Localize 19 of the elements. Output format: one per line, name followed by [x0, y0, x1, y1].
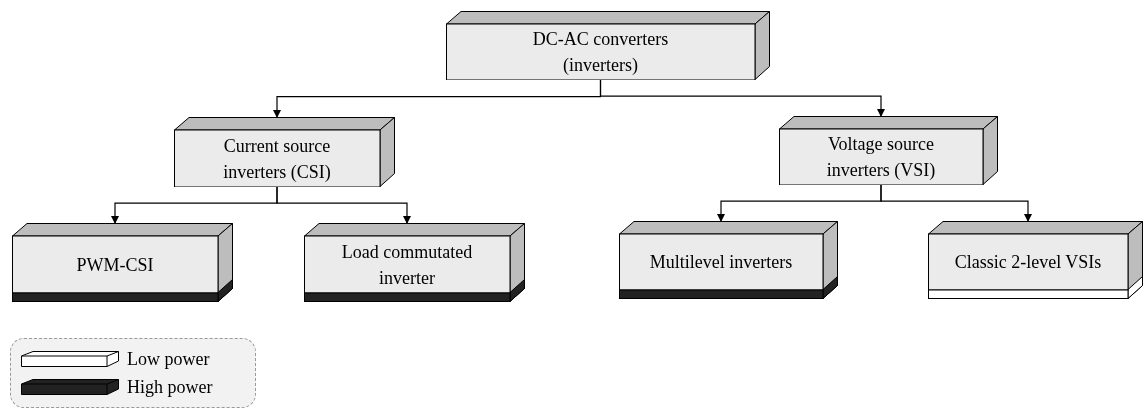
- arrow: [880, 184, 1032, 222]
- block-box: [12, 223, 233, 302]
- box-label: DC-AC converters (inverters): [531, 28, 670, 77]
- block-box: [304, 223, 525, 302]
- box-label: Voltage source inverters (VSI): [825, 133, 937, 182]
- box-label: Classic 2-level VSIs: [954, 251, 1102, 274]
- block-box: [619, 221, 838, 299]
- block-box: [779, 116, 998, 185]
- box-label: Load commutated inverter: [340, 240, 474, 290]
- box-label: PWM-CSI: [76, 253, 154, 277]
- block-box: [446, 11, 770, 80]
- arrow: [599, 79, 885, 117]
- legend-label: Low power: [127, 348, 210, 371]
- arrow: [276, 186, 411, 224]
- box-label: Current source inverters (CSI): [222, 134, 332, 184]
- block-box: [174, 117, 395, 187]
- box-label: Multilevel inverters: [649, 251, 793, 274]
- block-box: [928, 221, 1143, 299]
- legend-label: High power: [127, 376, 213, 399]
